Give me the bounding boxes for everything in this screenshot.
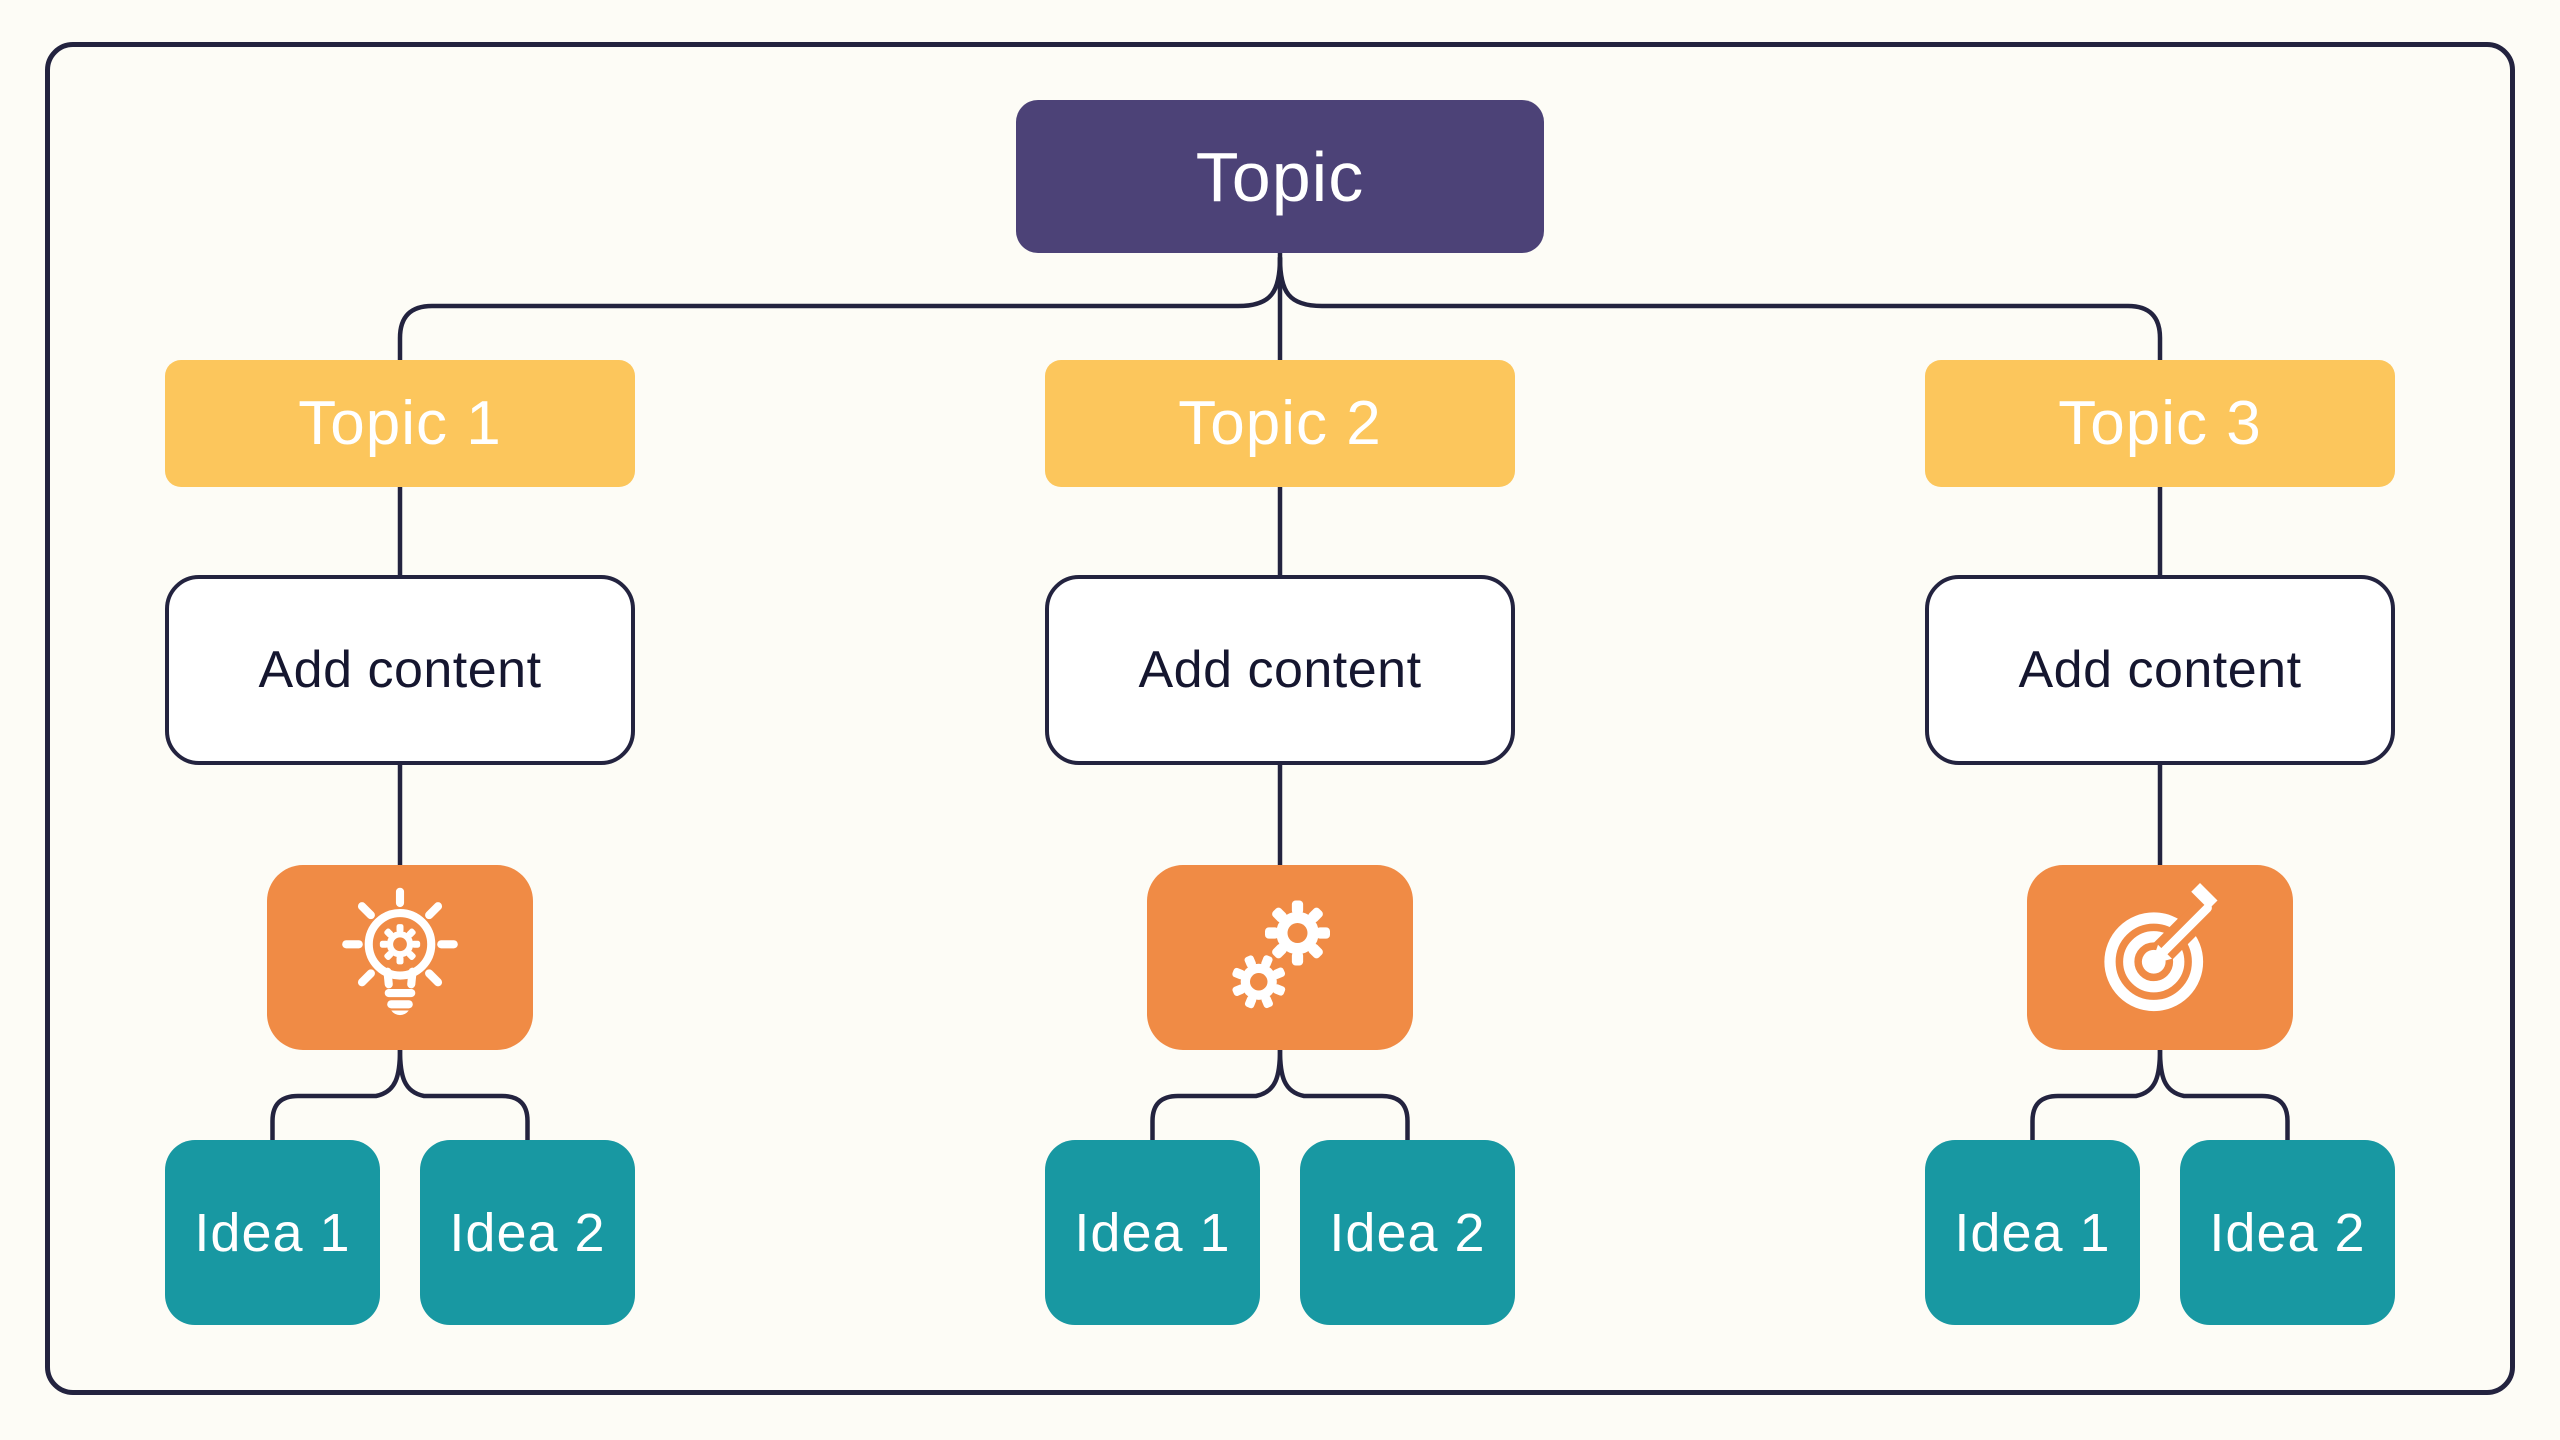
- column-2-connectors: [1150, 484, 1410, 1143]
- topic-3-label: Topic 3: [2058, 389, 2262, 458]
- topic-3-content-label: Add content: [2018, 641, 2302, 699]
- topic-2-idea-1-node[interactable]: Idea 1: [1045, 1140, 1260, 1325]
- idea-label: Idea 2: [2209, 1202, 2366, 1263]
- gears-icon: [1232, 900, 1330, 1008]
- topic-2-label: Topic 2: [1178, 389, 1382, 458]
- topic-3-content-node[interactable]: Add content: [1925, 575, 2395, 765]
- diagram-frame: [45, 42, 2515, 1395]
- topic-3-node[interactable]: Topic 3: [1925, 360, 2395, 487]
- topic-1-icon-node[interactable]: [267, 865, 533, 1050]
- topic-3-icon-node[interactable]: [2027, 865, 2293, 1050]
- root-fork-connector: [397, 250, 2163, 363]
- topic-1-idea-1-node[interactable]: Idea 1: [165, 1140, 380, 1325]
- root-topic-label: Topic: [1195, 137, 1365, 216]
- idea-label: Idea 2: [1329, 1202, 1486, 1263]
- root-topic-node[interactable]: Topic: [1016, 100, 1544, 253]
- topic-2-icon-node[interactable]: [1147, 865, 1413, 1050]
- topic-3-idea-1-node[interactable]: Idea 1: [1925, 1140, 2140, 1325]
- idea-label: Idea 1: [1954, 1202, 2111, 1263]
- idea-label: Idea 2: [449, 1202, 606, 1263]
- column-1-connectors: [270, 484, 530, 1143]
- topic-3-idea-2-node[interactable]: Idea 2: [2180, 1140, 2395, 1325]
- topic-1-idea-2-node[interactable]: Idea 2: [420, 1140, 635, 1325]
- idea-label: Idea 1: [1074, 1202, 1231, 1263]
- column-3-connectors: [2030, 484, 2290, 1143]
- topic-1-label: Topic 1: [298, 389, 502, 458]
- idea-label: Idea 1: [194, 1202, 351, 1263]
- topic-2-node[interactable]: Topic 2: [1045, 360, 1515, 487]
- target-arrow-icon: [2104, 882, 2221, 1011]
- lightbulb-gear-icon: [342, 887, 458, 1015]
- topic-1-content-node[interactable]: Add content: [165, 575, 635, 765]
- topic-2-idea-2-node[interactable]: Idea 2: [1300, 1140, 1515, 1325]
- topic-2-content-label: Add content: [1138, 641, 1422, 699]
- topic-1-content-label: Add content: [258, 641, 542, 699]
- topic-2-content-node[interactable]: Add content: [1045, 575, 1515, 765]
- topic-1-node[interactable]: Topic 1: [165, 360, 635, 487]
